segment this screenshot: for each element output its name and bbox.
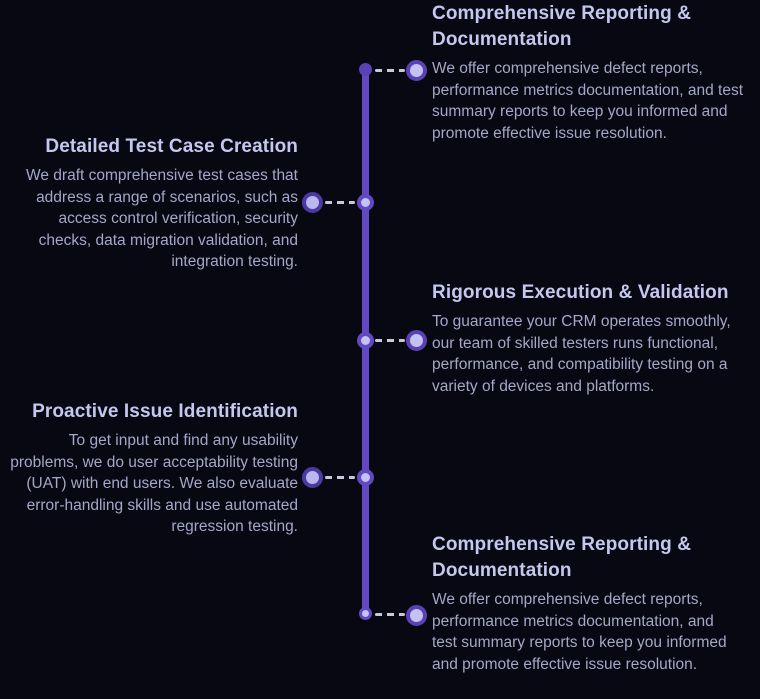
entry-body: We draft comprehensive test cases that a… xyxy=(26,167,298,270)
entry-body: To guarantee your CRM operates smoothly,… xyxy=(432,313,731,395)
connector-dash xyxy=(325,200,355,204)
timeline-entry: Proactive Issue Identification To get in… xyxy=(4,399,298,538)
entry-title: Comprehensive Reporting & Documentation xyxy=(432,534,692,581)
connector-dash xyxy=(375,612,405,616)
milestone-node xyxy=(406,329,427,351)
timeline-node xyxy=(357,193,374,211)
timeline-entry: Comprehensive Reporting & Documentation … xyxy=(432,1,754,144)
entry-title: Rigorous Execution & Validation xyxy=(432,282,729,303)
entry-title: Comprehensive Reporting & Documentation xyxy=(432,3,692,50)
connector-dash xyxy=(375,338,405,342)
timeline-entry: Comprehensive Reporting & Documentation … xyxy=(432,532,752,675)
milestone-node xyxy=(302,191,323,213)
timeline-end-dot xyxy=(359,607,372,620)
entry-body: To get input and find any usability prob… xyxy=(10,432,298,535)
milestone-node xyxy=(302,466,323,488)
entry-title: Detailed Test Case Creation xyxy=(45,136,298,157)
connector-dash xyxy=(325,475,355,479)
entry-body: We offer comprehensive defect reports, p… xyxy=(432,591,727,673)
entry-body: We offer comprehensive defect reports, p… xyxy=(432,60,744,142)
timeline-entry: Detailed Test Case Creation We draft com… xyxy=(4,134,298,273)
connector-dash xyxy=(375,68,405,72)
entry-title: Proactive Issue Identification xyxy=(32,401,298,422)
timeline-node xyxy=(357,468,374,486)
milestone-node xyxy=(406,604,427,626)
timeline-entry: Rigorous Execution & Validation To guara… xyxy=(432,280,756,397)
timeline-node xyxy=(357,331,374,349)
milestone-node xyxy=(406,59,427,81)
timeline-start-dot xyxy=(359,63,372,76)
